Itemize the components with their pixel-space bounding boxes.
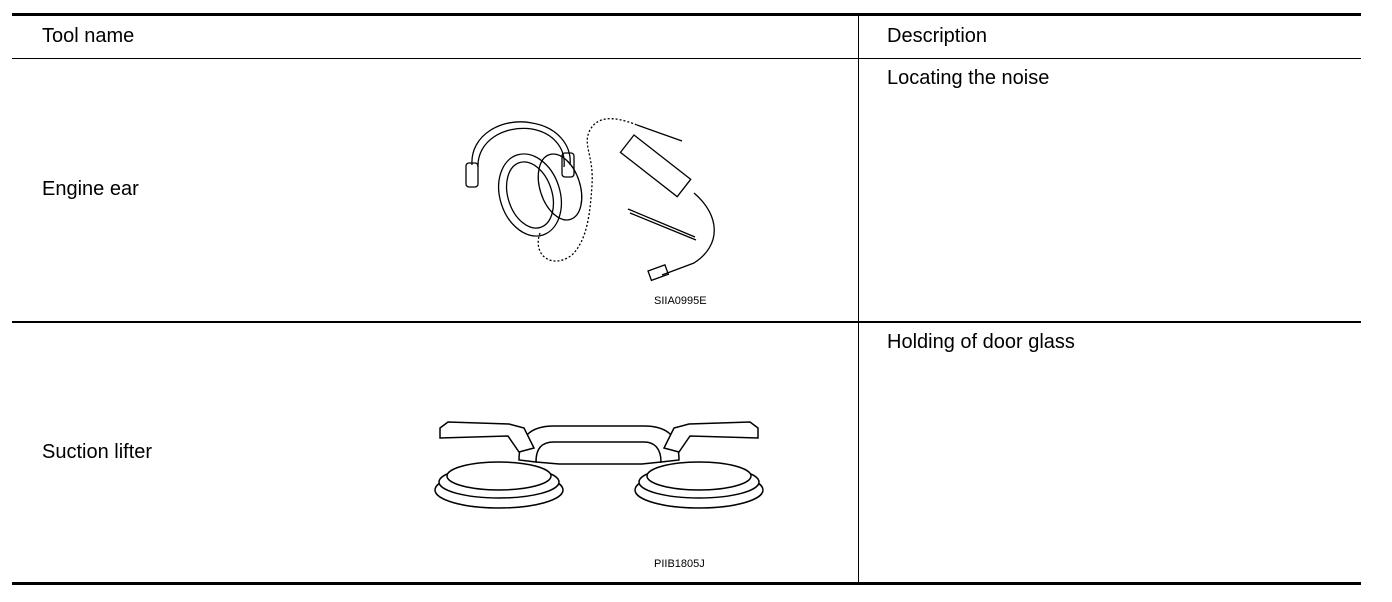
tool-name-suction-lifter: Suction lifter [42, 441, 153, 463]
figure-code-suction-lifter: PIIB1805J [654, 558, 705, 570]
description-engine-ear: Locating the noise [887, 67, 1050, 89]
suction-lifter-icon [424, 408, 774, 520]
table-top-rule [12, 13, 1361, 16]
row-divider [12, 321, 1361, 323]
engine-ear-icon [462, 105, 722, 280]
table-bottom-rule [12, 582, 1361, 585]
figure-code-engine-ear: SIIA0995E [654, 295, 707, 307]
header-divider [12, 58, 1361, 59]
description-suction-lifter: Holding of door glass [887, 331, 1075, 353]
column-divider [858, 13, 859, 585]
tool-name-engine-ear: Engine ear [42, 178, 139, 200]
tool-table: Tool name Description Engine ear Locatin… [12, 13, 1361, 585]
header-description: Description [887, 25, 988, 47]
header-tool-name: Tool name [42, 25, 135, 47]
